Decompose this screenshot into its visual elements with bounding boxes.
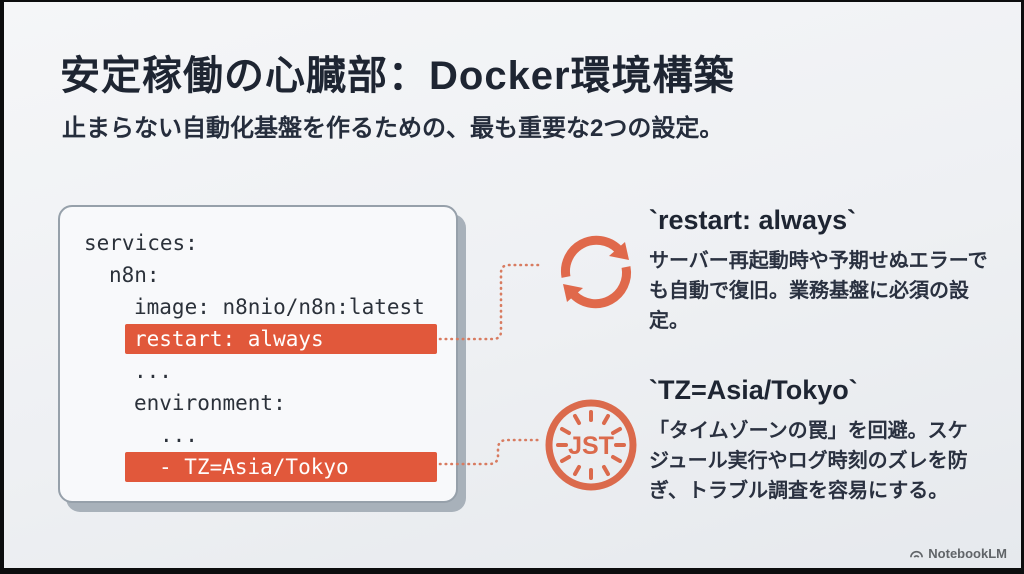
code-line-restart: restart: always — [84, 323, 456, 355]
code-line-environment: environment: — [84, 387, 456, 419]
callout-tz-body: 「タイムゾーンの罠」を回避。スケ ジュール実行やログ時刻のズレを防 ぎ、トラブル… — [649, 416, 1014, 506]
code-line-ellipsis-2: ... — [84, 419, 456, 451]
code-line-n8n: n8n: — [84, 259, 456, 291]
page-title: 安定稼働の心臓部：Docker環境構築 — [60, 52, 735, 100]
notebooklm-watermark: NotebookLM — [909, 546, 1007, 561]
jst-clock-icon: JST — [544, 398, 638, 492]
callout-tz-title: `TZ=Asia/Tokyo` — [649, 372, 1014, 408]
restart-highlight: restart: always — [125, 324, 437, 354]
body-line: 定。 — [649, 306, 1014, 336]
slide: 安定稼働の心臓部：Docker環境構築 止まらない自動化基盤を作るための、最も重… — [4, 2, 1021, 568]
body-line: ぎ、トラブル調査を容易にする。 — [649, 476, 1014, 506]
jst-label: JST — [568, 432, 614, 460]
code-line-ellipsis-1: ... — [84, 355, 456, 387]
code-line-tz: - TZ=Asia/Tokyo — [84, 451, 456, 483]
code-line-image: image: n8nio/n8n:latest — [84, 291, 456, 323]
page-subtitle: 止まらない自動化基盤を作るための、最も重要な2つの設定。 — [62, 114, 723, 144]
body-line: サーバー再起動時や予期せぬエラーで — [649, 246, 1014, 276]
callout-restart-body: サーバー再起動時や予期せぬエラーで も自動で復旧。業務基盤に必須の設 定。 — [649, 246, 1014, 336]
callout-restart-title: `restart: always` — [649, 202, 1014, 238]
sync-arrows-icon — [546, 222, 646, 322]
body-line: ジュール実行やログ時刻のズレを防 — [649, 446, 1014, 476]
callout-tz-asia-tokyo: `TZ=Asia/Tokyo` 「タイムゾーンの罠」を回避。スケ ジュール実行や… — [649, 372, 1014, 506]
body-line: も自動で復旧。業務基盤に必須の設 — [649, 276, 1014, 306]
notebooklm-label: NotebookLM — [928, 546, 1007, 561]
docker-compose-code-card: services: n8n: image: n8nio/n8n:latest r… — [58, 205, 458, 503]
tz-highlight: - TZ=Asia/Tokyo — [125, 452, 437, 482]
callout-restart-always: `restart: always` サーバー再起動時や予期せぬエラーで も自動で… — [649, 202, 1014, 336]
notebooklm-logo-icon — [909, 547, 924, 560]
code-line-services: services: — [84, 227, 456, 259]
body-line: 「タイムゾーンの罠」を回避。スケ — [649, 416, 1014, 446]
